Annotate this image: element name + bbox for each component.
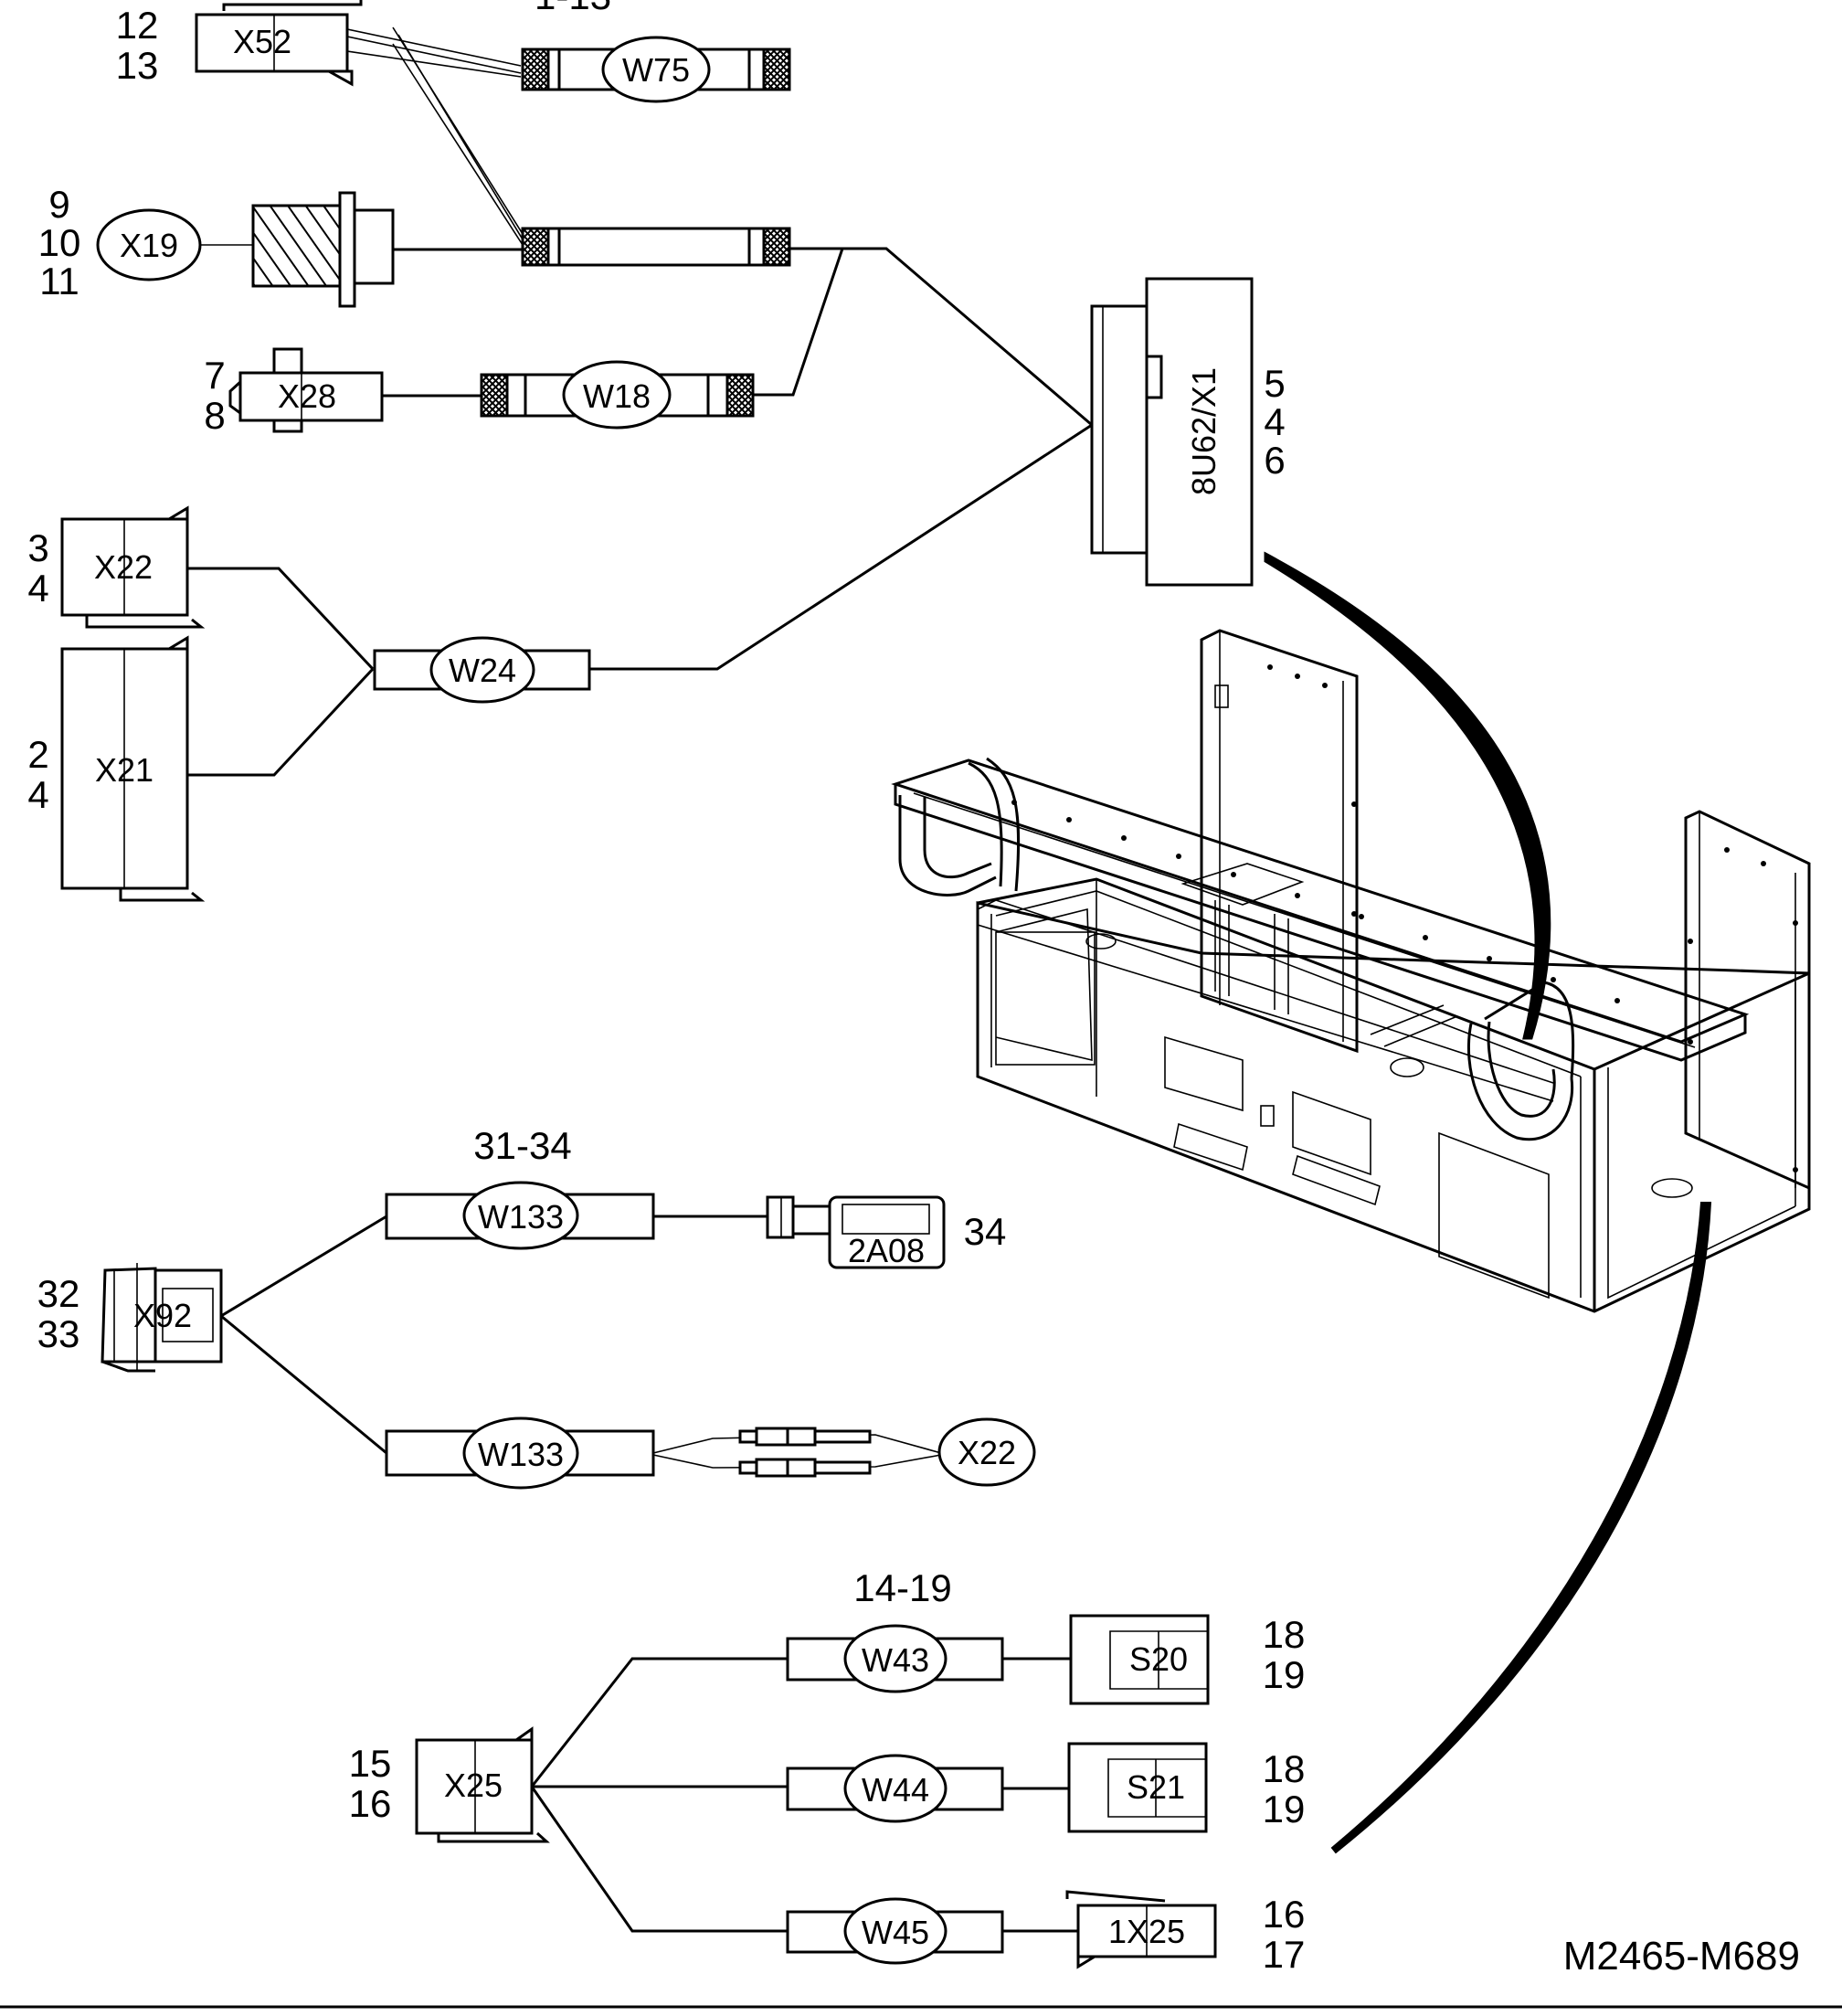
w133-upper-label: W133: [478, 1198, 564, 1236]
x92-label: X92: [133, 1297, 192, 1334]
w44-label: W44: [862, 1771, 929, 1809]
harness-middle: [521, 227, 791, 267]
w43-label: W43: [862, 1641, 929, 1679]
u62-label: 8U62/X1: [1185, 367, 1223, 495]
connector-1x25: 1X25 16 17: [1065, 1890, 1306, 1976]
x52-label: X52: [233, 23, 291, 60]
w75-label: W75: [622, 51, 690, 89]
s21-pin-1: 18: [1263, 1747, 1306, 1790]
harness-w44: W44: [786, 1754, 1069, 1823]
s21-pin-2: 19: [1263, 1788, 1306, 1830]
harness-w24: W24: [373, 636, 591, 704]
switch-s21: S21 18 19: [1067, 1742, 1306, 1833]
x52-wires: [346, 27, 524, 246]
w133-group-label: 31-34: [473, 1124, 571, 1167]
x25-label: X25: [444, 1767, 503, 1804]
top-cut-label: 1-13: [535, 0, 611, 17]
u62-pin-3: 6: [1264, 439, 1285, 482]
x19-pin-1: 9: [48, 183, 69, 226]
u62-pin-1: 5: [1264, 362, 1285, 405]
drawing-code: M2465-M689: [1563, 1934, 1800, 1979]
x21-label: X21: [95, 751, 154, 789]
x25b-pin-2: 17: [1263, 1933, 1306, 1976]
harness-w133-upper: W133: [385, 1181, 768, 1250]
a08-pin-1: 34: [964, 1210, 1007, 1253]
x28-pin-2: 8: [204, 394, 225, 437]
x19-pin-3: 11: [39, 260, 79, 302]
connector-x22-lower: X22: [937, 1417, 1036, 1487]
x25-pin-1: 15: [349, 1742, 392, 1785]
x19-pin-2: 10: [38, 221, 81, 264]
s20-pin-2: 19: [1263, 1653, 1306, 1696]
x92-wires: [220, 1215, 387, 1455]
harness-w45: W45: [786, 1897, 1078, 1965]
connector-x52: X52 12 13: [116, 0, 363, 87]
x22-pin-1: 3: [27, 526, 48, 569]
x25-wires: [530, 1657, 788, 1933]
x52-pin-1: 12: [116, 4, 159, 47]
wires-to-8u62: [589, 247, 1093, 671]
x19-label: X19: [120, 227, 178, 264]
x22-x21-wires: [187, 567, 375, 777]
x28-label: X28: [278, 377, 336, 415]
connector-x21: 2 4 X21: [27, 635, 206, 902]
s21-label: S21: [1127, 1768, 1185, 1806]
x92-pin-2: 33: [37, 1312, 80, 1355]
w45-label: W45: [862, 1914, 929, 1951]
x52-pin-2: 13: [116, 44, 159, 87]
x21-pin-1: 2: [27, 733, 48, 776]
chassis-frame-illustration: [891, 629, 1811, 1313]
x21-pin-2: 4: [27, 773, 48, 816]
x25b-pin-1: 16: [1263, 1893, 1306, 1936]
x25b-label: 1X25: [1108, 1913, 1185, 1950]
x22-pin-2: 4: [27, 567, 48, 610]
harness-w75: W75: [521, 36, 791, 103]
a08-label: 2A08: [848, 1232, 925, 1269]
location-arrow-upper: [1264, 551, 1551, 1040]
connector-8u62-x1: 8U62/X1 5 4 6: [1090, 277, 1286, 587]
module-2a08: 2A08 34: [766, 1195, 1007, 1269]
x22-label: X22: [94, 548, 153, 586]
connector-x28: 7 8 X28: [204, 347, 482, 437]
connector-x92: 32 33 X92: [37, 1263, 223, 1373]
harness-w18: W18: [480, 360, 755, 430]
connector-x25: 15 16 X25: [349, 1726, 550, 1843]
x28-pin-1: 7: [204, 354, 225, 397]
w133-lower-label: W133: [478, 1436, 564, 1473]
x22b-label: X22: [958, 1434, 1016, 1471]
s20-label: S20: [1129, 1640, 1188, 1678]
w43-group-label: 14-19: [853, 1566, 951, 1609]
harness-w133-lower: W133: [385, 1417, 942, 1490]
switch-s20: S20 18 19: [1069, 1613, 1306, 1705]
u62-pin-2: 4: [1264, 400, 1285, 443]
connector-x19: 9 10 11 X19: [38, 183, 523, 308]
connector-x22: 3 4 X22: [27, 505, 206, 629]
w18-label: W18: [583, 377, 651, 415]
x92-pin-1: 32: [37, 1272, 80, 1315]
inline-terminal-upper: [738, 1427, 872, 1447]
inline-terminal-lower: [738, 1458, 872, 1478]
location-arrow-lower: [1330, 1202, 1712, 1854]
w24-label: W24: [449, 652, 516, 689]
s20-pin-1: 18: [1263, 1613, 1306, 1656]
harness-w43: W43: [786, 1624, 1071, 1693]
x25-pin-2: 16: [349, 1782, 392, 1825]
